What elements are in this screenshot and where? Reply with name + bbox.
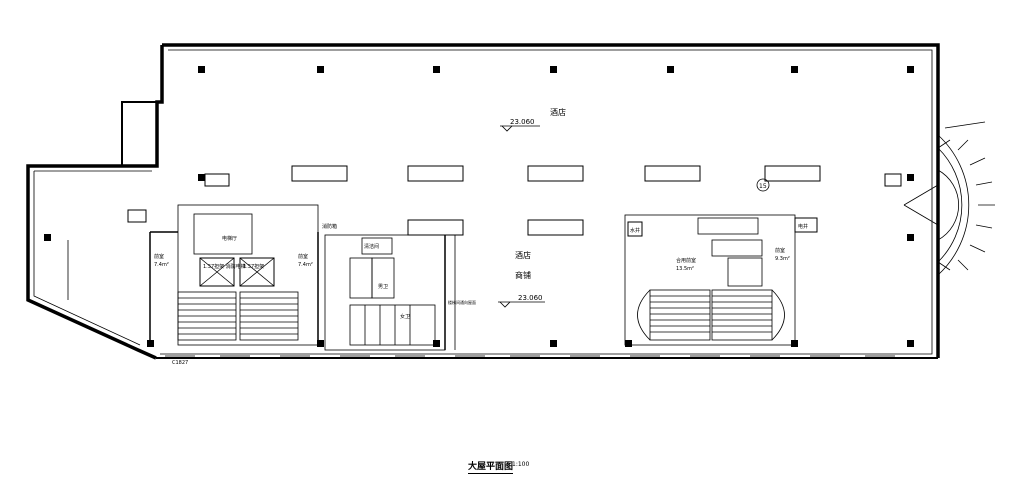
columns: [44, 66, 914, 347]
label-fire-cabinet: 消防箱: [322, 223, 337, 230]
elevation-marker-mid: [498, 301, 545, 308]
label-right-combined-anteroom-area: 13.5m²: [676, 266, 694, 272]
label-axis-tag: 15: [759, 183, 767, 190]
exterior-walls: [26, 43, 940, 360]
label-right-combined-anteroom: 合用前室: [676, 257, 696, 264]
label-elevation-mid: 23.060: [518, 294, 543, 302]
label-window: C1827: [172, 360, 188, 366]
drawing-title: 大屋平面图: [468, 459, 514, 474]
label-elevator-hall: 电梯厅: [222, 235, 237, 242]
toilet-block: [324, 234, 456, 351]
label-toilet-m: 男卫: [378, 284, 388, 290]
right-core: [624, 214, 818, 346]
label-hotel-top: 酒店: [550, 107, 566, 117]
label-water-shaft: 水井: [630, 227, 640, 234]
fixture-grid-row: [127, 165, 902, 236]
label-elec-shaft: 电井: [798, 223, 808, 230]
label-left-anteroom: 前室: [154, 253, 164, 260]
curved-exterior-stair: [903, 121, 995, 276]
label-left-anteroom2-area: 7.4m²: [298, 262, 313, 268]
label-right-anteroom: 前室: [775, 247, 785, 254]
label-toilet-f: 女卫: [400, 313, 410, 320]
elevation-marker-top: [500, 125, 540, 132]
label-stair-note: 楼梯间通向屋面: [448, 299, 476, 305]
label-right-anteroom-area: 9.3m²: [775, 256, 790, 262]
axis-tag-circle: [756, 178, 770, 192]
left-core: [149, 204, 319, 346]
label-left-anteroom2: 前室: [298, 253, 308, 260]
label-elevator-1: 1.37担架 消防电梯: [203, 263, 246, 270]
label-elevation-top: 23.060: [510, 118, 535, 126]
label-clean-room: 清洁间: [364, 243, 379, 250]
drawing-scale: 1:100: [512, 461, 530, 468]
label-shops: 商铺: [515, 270, 531, 280]
label-left-anteroom-area: 7.4m²: [154, 262, 169, 268]
label-hotel-mid: 酒店: [515, 250, 531, 260]
label-elevator-2: 1.37担架: [243, 263, 264, 270]
